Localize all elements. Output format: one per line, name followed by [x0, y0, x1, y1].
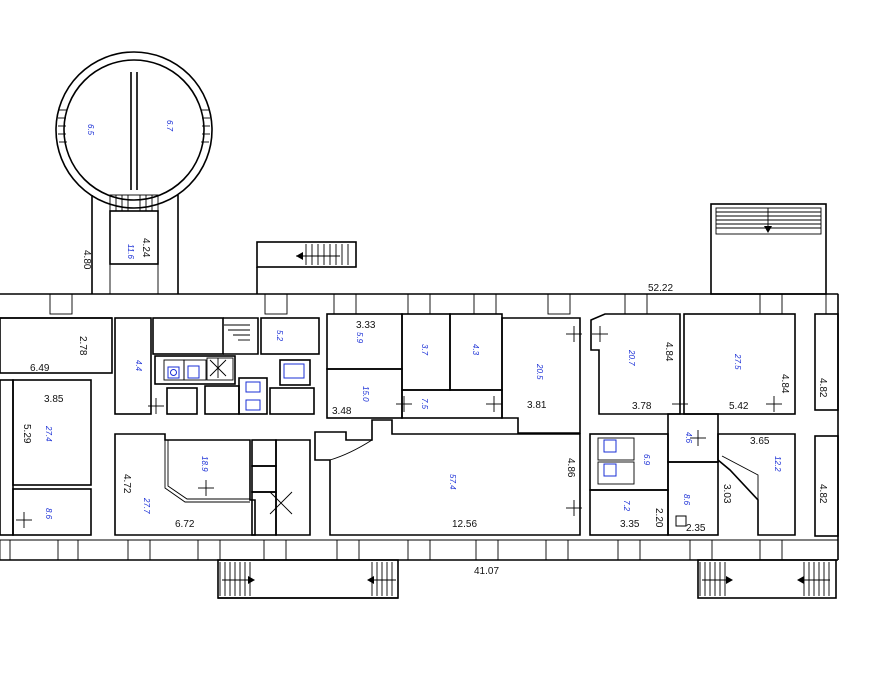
dim-2-20: 2.20 [653, 508, 664, 528]
dim-4-24: 4.24 [140, 238, 151, 258]
room-label: 4.3 [471, 344, 480, 356]
dim-6-49: 6.49 [30, 363, 50, 374]
room-label: 7.2 [622, 500, 631, 512]
room-label: 18.9 [200, 456, 209, 472]
dim-6-72: 6.72 [175, 519, 195, 530]
dim-4-82-b: 4.82 [817, 484, 828, 504]
dim-5-42: 5.42 [729, 401, 749, 412]
dim-4-84-a: 4.84 [663, 342, 674, 362]
room-label: 7.5 [420, 398, 429, 410]
dim-3-85: 3.85 [44, 394, 64, 405]
dim-3-81: 3.81 [527, 400, 547, 411]
dim-3-78: 3.78 [632, 401, 652, 412]
inner-walls [0, 313, 839, 599]
room-label: 27.5 [733, 353, 742, 370]
dim-5-29: 5.29 [21, 424, 32, 444]
dimension-labels: 4.80 4.24 52.22 2.78 6.49 3.33 3.48 3.81… [21, 238, 828, 577]
room-label: 12.2 [773, 456, 782, 472]
room-label: 15.0 [361, 386, 370, 402]
tower [55, 51, 213, 295]
dim-52-22: 52.22 [648, 283, 673, 294]
dim-4-84-b: 4.84 [779, 374, 790, 394]
dim-4-82-a: 4.82 [817, 378, 828, 398]
room-label: 8.6 [682, 494, 691, 506]
outer-walls [0, 293, 839, 561]
dim-4-72: 4.72 [121, 474, 132, 494]
dim-2-35: 2.35 [686, 523, 706, 534]
top-stair [256, 241, 357, 294]
room-label: 4.6 [684, 432, 693, 444]
room-label: 8.6 [44, 508, 53, 520]
room-label: 6.5 [86, 124, 95, 136]
dim-41-07: 41.07 [474, 566, 499, 577]
dim-4-86: 4.86 [565, 458, 576, 478]
room-area-labels: 6.5 6.7 11.6 5.2 4.4 5.9 3.7 4.3 20.5 20… [44, 120, 782, 520]
room-label: 4.4 [134, 360, 143, 372]
porch-stair-top-right [710, 203, 827, 295]
room-label: 5.9 [355, 332, 364, 344]
dim-12-56: 12.56 [452, 519, 477, 530]
dim-4-80: 4.80 [81, 250, 92, 270]
room-label: 27.7 [142, 497, 151, 514]
dim-3-48: 3.48 [332, 406, 352, 417]
dim-3-35: 3.35 [620, 519, 640, 530]
room-label: 6.9 [642, 454, 651, 466]
room-label: 20.5 [535, 363, 544, 380]
dim-3-03: 3.03 [721, 484, 732, 504]
toilet-icons [167, 363, 687, 527]
dim-2-78: 2.78 [77, 336, 88, 356]
dim-3-65: 3.65 [750, 436, 770, 447]
room-label: 11.6 [126, 244, 135, 260]
room-label: 3.7 [420, 344, 429, 356]
room-label: 6.7 [165, 120, 174, 132]
room-label: 5.2 [275, 330, 284, 342]
room-label: 27.4 [44, 425, 53, 442]
room-label: 20.7 [627, 349, 636, 366]
dim-3-33: 3.33 [356, 320, 376, 331]
room-label: 57.4 [448, 474, 457, 490]
